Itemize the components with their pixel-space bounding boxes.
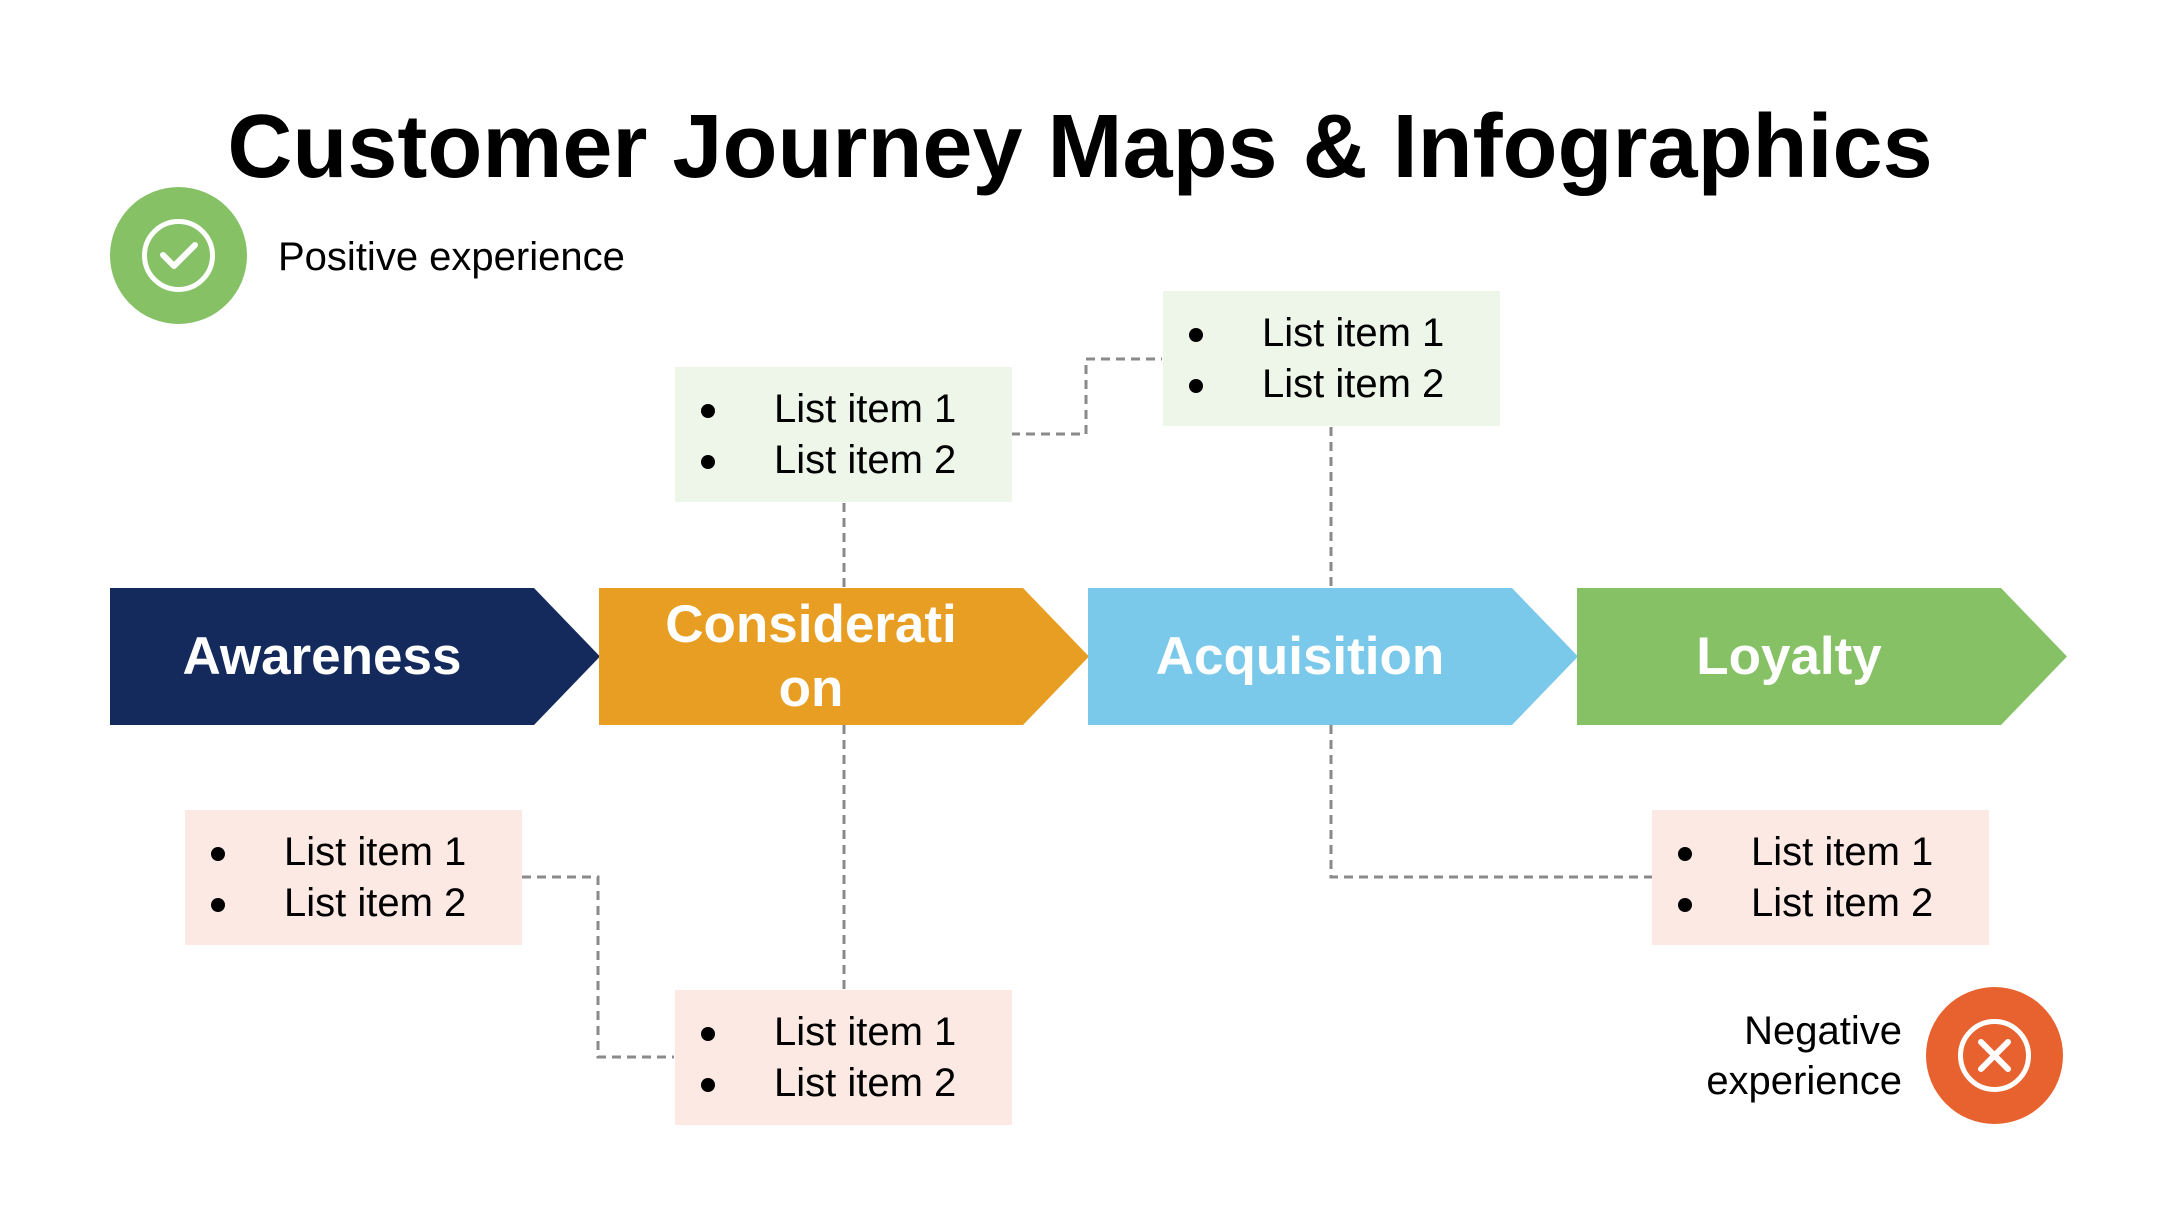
note-box-loyalty-negative: List item 1 List item 2 (1652, 810, 1989, 945)
note-box-consideration-positive: List item 1 List item 2 (675, 367, 1012, 502)
list-item: List item 2 (1163, 359, 1500, 410)
list-item: List item 1 (675, 384, 1012, 435)
stage-arrow-consideration: Consideration (599, 588, 1089, 725)
x-circle-icon (1926, 987, 2063, 1124)
stage-arrow-acquisition: Acquisition (1088, 588, 1578, 725)
stage-arrow-loyalty: Loyalty (1577, 588, 2067, 725)
stage-label-consideration: Consideration (665, 594, 957, 718)
note-box-awareness-negative: List item 1 List item 2 (185, 810, 522, 945)
list-item: List item 2 (185, 878, 522, 929)
stage-arrow-awareness: Awareness (110, 588, 600, 725)
stage-label-awareness: Awareness (182, 626, 462, 686)
note-box-acquisition-positive: List item 1 List item 2 (1163, 291, 1500, 426)
connector-loyalty-negative (1329, 725, 1652, 879)
list-item: List item 2 (675, 1058, 1012, 1109)
list-item: List item 1 (1652, 827, 1989, 878)
list-item: List item 1 (185, 827, 522, 878)
list-item: List item 2 (1652, 878, 1989, 929)
connector-consideration-acquisition-positive (1011, 357, 1162, 436)
list-item: List item 1 (1163, 308, 1500, 359)
check-circle-background (110, 187, 247, 324)
positive-legend-label: Positive experience (278, 235, 625, 279)
note-box-consideration-negative: List item 1 List item 2 (675, 990, 1012, 1125)
page-title: Customer Journey Maps & Infographics (227, 97, 1933, 197)
list-item: List item 1 (675, 1007, 1012, 1058)
stage-label-acquisition: Acquisition (1155, 626, 1445, 686)
negative-legend-label: Negative experience (1706, 1009, 1902, 1103)
stage-label-loyalty: Loyalty (1696, 626, 1882, 686)
list-item: List item 2 (675, 435, 1012, 486)
connector-awareness-negative (522, 875, 674, 1059)
check-circle-icon (110, 187, 247, 324)
